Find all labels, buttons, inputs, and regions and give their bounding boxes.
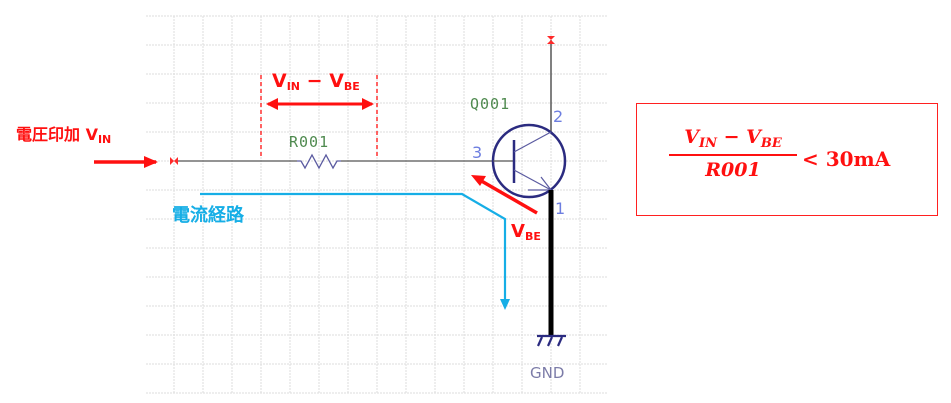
formula-numerator: VIN − VBE [669,126,797,156]
dimension-arrow-right-head [362,98,374,110]
current-path-label: 電流経路 [172,205,244,226]
formula-denominator: R001 [705,159,761,181]
pin-collector-number: 2 [553,107,564,126]
resistor-reference: R001 [289,133,330,151]
current-path-arrow-icon [500,299,510,310]
vbe-arrow-head [471,175,486,186]
formula-box: VIN − VBE R001 < 30mA [636,103,938,216]
resistor-symbol [297,153,341,170]
pin-base-number: 3 [472,143,483,162]
collector-terminal-icon [547,36,555,44]
voltage-apply-label: 電圧印加 VIN [16,125,112,146]
ground-label: GND [530,364,565,382]
dimension-arrow-left-head [266,98,278,110]
current-path-line [200,192,507,300]
pin-emitter-number: 1 [555,199,566,218]
input-terminal-icon [170,157,178,165]
vbe-arrow-icon [477,177,538,215]
formula-fraction: VIN − VBE R001 [669,126,797,181]
npn-transistor-symbol [491,123,567,199]
ground-icon [536,334,566,347]
dimension-label: VIN − VBE [272,70,360,93]
transistor-reference: Q001 [470,95,511,113]
formula-inequality: < 30mA [802,147,891,171]
vbe-label: VBE [511,221,541,243]
